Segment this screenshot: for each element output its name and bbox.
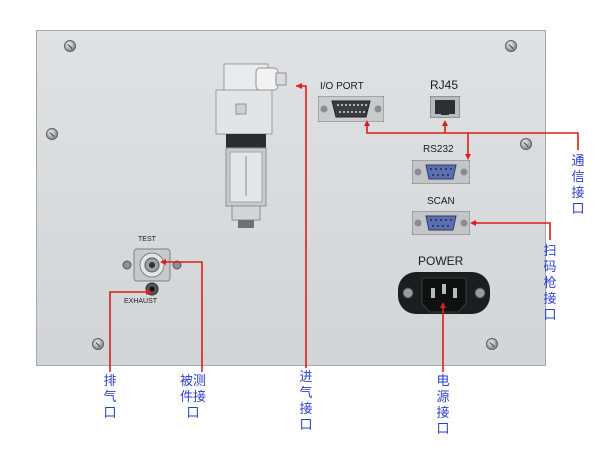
- exhaust-label: EXHAUST: [124, 298, 158, 305]
- screw-icon: [92, 338, 104, 350]
- test-port-annotation: 被测件接口: [179, 374, 206, 421]
- air-inlet-annotation: 进气接口: [299, 370, 313, 433]
- screw-icon: [64, 40, 76, 52]
- scan-connector: [412, 211, 470, 235]
- test-label: TEST: [138, 236, 156, 243]
- test-fitting: [122, 248, 182, 296]
- io-port-connector: [318, 96, 384, 122]
- scan-label: SCAN: [427, 196, 455, 207]
- communication-port-annotation: 通信接口: [571, 154, 585, 217]
- screw-icon: [486, 338, 498, 350]
- screw-icon: [46, 128, 58, 140]
- rs232-connector: [412, 160, 470, 184]
- exhaust-port-annotation: 排气口: [103, 374, 117, 421]
- rj45-label: RJ45: [430, 78, 459, 92]
- rs232-label: RS232: [423, 144, 454, 155]
- air-filter-icon: [215, 63, 287, 228]
- power-connector: [398, 272, 490, 314]
- screw-icon: [520, 138, 532, 150]
- scanner-port-annotation: 扫码枪接口: [543, 244, 557, 323]
- io-port-label: I/O PORT: [320, 81, 364, 92]
- power-port-annotation: 电源接口: [436, 374, 450, 437]
- screw-icon: [505, 40, 517, 52]
- power-label: POWER: [418, 254, 464, 268]
- rj45-connector: [430, 96, 460, 118]
